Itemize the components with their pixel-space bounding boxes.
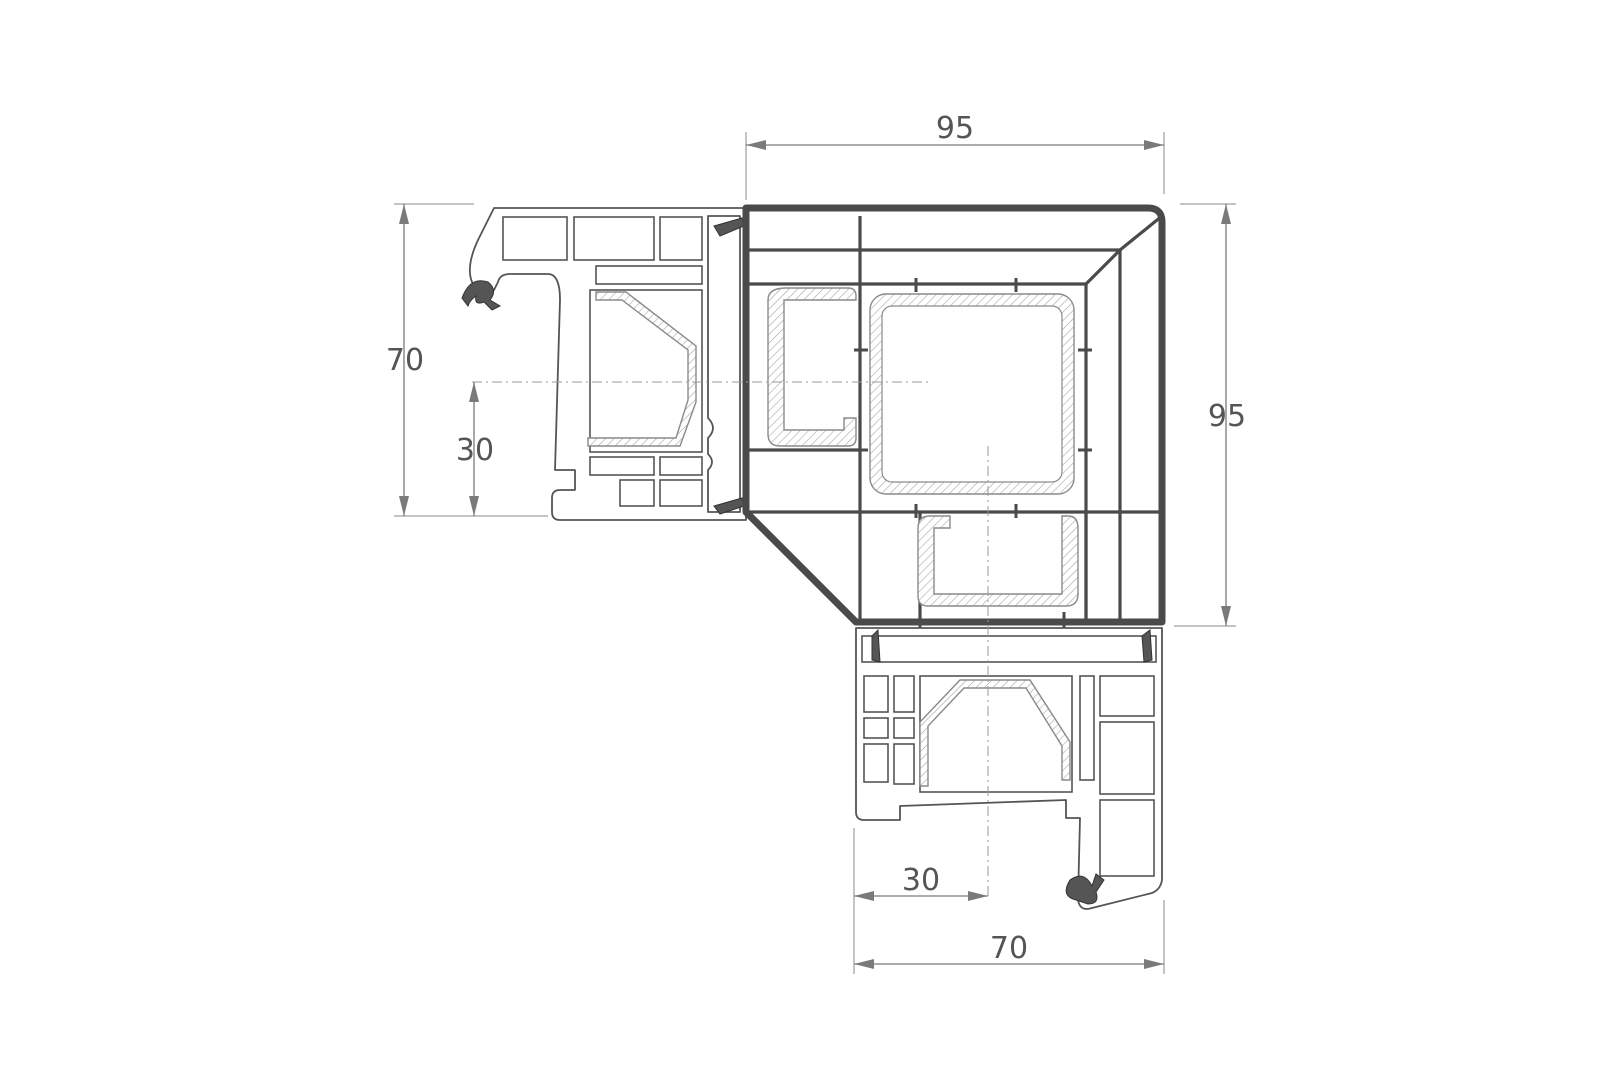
chamber bbox=[595, 265, 703, 285]
gasket-icon bbox=[1065, 873, 1105, 905]
left-steel-reinforcement bbox=[587, 291, 697, 447]
chamber bbox=[1099, 721, 1155, 795]
chamber bbox=[589, 456, 655, 476]
dim-label-right: 95 bbox=[1208, 399, 1246, 434]
chamber bbox=[1099, 675, 1155, 717]
chamber bbox=[863, 743, 889, 783]
lower-c-channel-steel bbox=[917, 515, 1079, 607]
dimension-bottom-width: 70 bbox=[854, 900, 1165, 974]
left-frame-profile bbox=[461, 207, 747, 521]
chamber bbox=[573, 216, 655, 261]
dim-label-left: 70 bbox=[386, 343, 424, 378]
dim-label-bottom-width: 70 bbox=[990, 931, 1028, 966]
main-chamber bbox=[919, 675, 1073, 793]
dim-label-bottom-offset: 30 bbox=[902, 863, 940, 898]
gasket-icon bbox=[461, 280, 502, 311]
dim-label-left-offset: 30 bbox=[456, 433, 494, 468]
dimension-left-height: 70 bbox=[386, 203, 548, 517]
chamber bbox=[861, 635, 1157, 663]
chamber bbox=[1079, 675, 1095, 781]
dimension-top-width: 95 bbox=[745, 111, 1165, 200]
chamber bbox=[893, 675, 915, 713]
corner-block bbox=[742, 204, 1166, 628]
tick-marks bbox=[854, 278, 1092, 628]
chamber bbox=[1099, 799, 1155, 877]
chamber bbox=[863, 675, 889, 713]
chamber bbox=[619, 479, 655, 507]
axis-center-lines bbox=[472, 381, 989, 900]
dimension-left-axis-offset: 30 bbox=[456, 382, 494, 516]
gasket-icon bbox=[871, 628, 881, 663]
chamber bbox=[863, 717, 889, 739]
chamber bbox=[659, 456, 703, 476]
bottom-frame-profile bbox=[855, 627, 1163, 910]
dim-label-top: 95 bbox=[936, 111, 974, 146]
dimension-bottom-axis-offset: 30 bbox=[853, 828, 988, 974]
chamber bbox=[502, 216, 568, 261]
chamber bbox=[659, 216, 703, 261]
gasket-icon bbox=[1141, 629, 1153, 663]
chamber bbox=[893, 717, 915, 739]
chamber bbox=[893, 743, 915, 785]
chamber bbox=[659, 479, 703, 507]
corner-frame-outline bbox=[742, 204, 1166, 626]
c-channel-steel bbox=[767, 287, 857, 447]
dimension-right-height: 95 bbox=[1174, 203, 1246, 627]
bottom-steel-reinforcement bbox=[919, 679, 1071, 787]
